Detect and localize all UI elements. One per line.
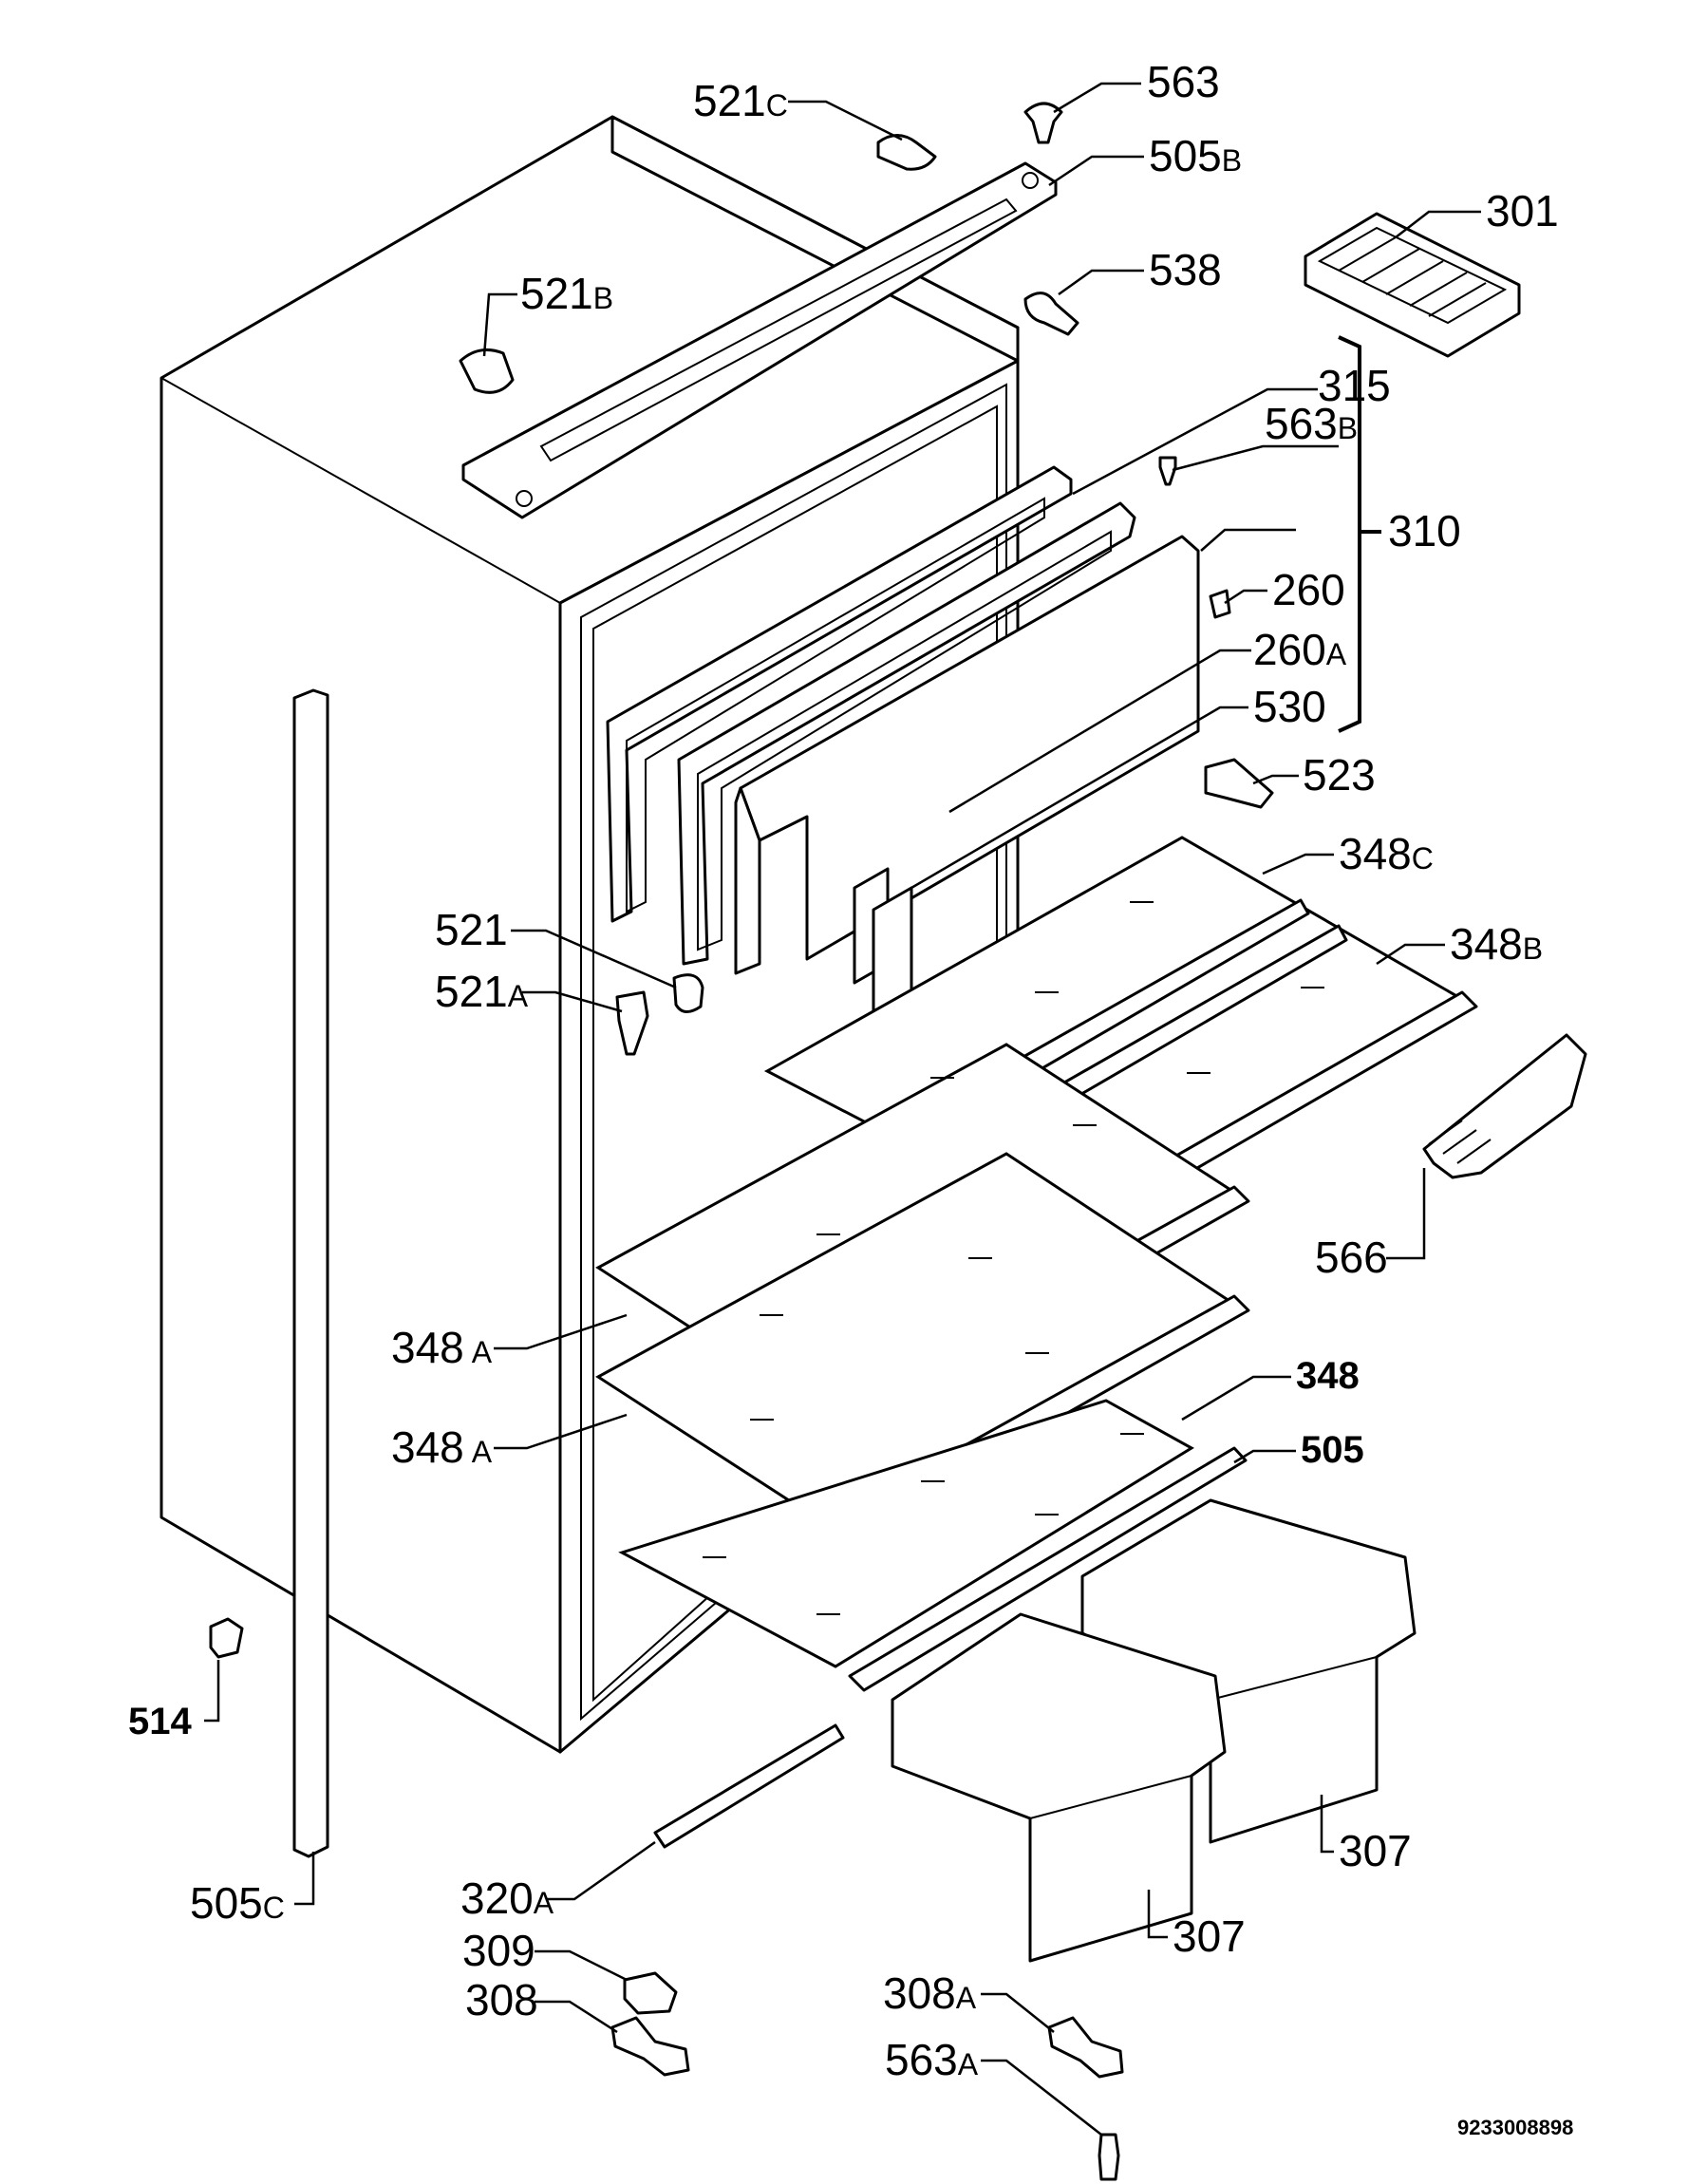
- label-505b: 505B: [1149, 131, 1242, 180]
- label-260: 260: [1272, 565, 1345, 614]
- freezer-door-frame: [606, 465, 1073, 923]
- group-bracket-310: [1338, 335, 1381, 733]
- label-514: 514: [128, 1701, 192, 1742]
- label-301: 301: [1486, 186, 1559, 235]
- label-307-left: 307: [1173, 1911, 1246, 1961]
- knob-521: [672, 973, 704, 1013]
- thermostat-knob-566: [1422, 1033, 1587, 1179]
- lamp-holder-523: [1204, 758, 1274, 809]
- switch-521a: [615, 990, 649, 1056]
- label-563: 563: [1147, 57, 1220, 106]
- label-521a: 521A: [435, 967, 529, 1016]
- label-521c: 521C: [693, 76, 788, 125]
- label-538: 538: [1149, 245, 1222, 294]
- shelf-trim-505: [848, 1446, 1248, 1692]
- cap-521c: [876, 134, 937, 171]
- freezer-flap-door: [734, 535, 1200, 1018]
- label-308a: 308A: [883, 1968, 977, 2018]
- label-566: 566: [1315, 1233, 1388, 1282]
- label-310: 310: [1388, 506, 1461, 555]
- label-505c: 505C: [190, 1878, 285, 1928]
- label-563a: 563A: [885, 2035, 979, 2084]
- hinge-538: [1023, 292, 1079, 336]
- bracket-308a: [1047, 2016, 1124, 2079]
- top-hinge-plate: [461, 161, 1058, 519]
- ice-tray: [1304, 212, 1521, 358]
- clip-260: [1209, 589, 1231, 619]
- bracket-308: [610, 2016, 690, 2077]
- label-348b: 348B: [1450, 919, 1543, 969]
- leader-lines: [204, 82, 1481, 2136]
- label-523: 523: [1303, 750, 1376, 800]
- clip-309: [623, 1971, 678, 2015]
- label-308: 308: [465, 1975, 538, 2024]
- shelf-348: [618, 1399, 1194, 1668]
- label-521b: 521B: [520, 269, 613, 318]
- part-labels: 521C 563 505B 301 521B 538 315 563B 310 …: [128, 57, 1559, 2084]
- label-320a: 320A: [460, 1873, 554, 1923]
- drawing-code: 9233008898: [1457, 2116, 1573, 2139]
- screw-563b: [1158, 456, 1177, 486]
- label-563b: 563B: [1265, 399, 1358, 448]
- label-505: 505: [1301, 1429, 1364, 1471]
- screw-563a: [1098, 2133, 1120, 2181]
- label-348: 348: [1296, 1355, 1360, 1397]
- label-521: 521: [435, 905, 508, 954]
- label-530: 530: [1253, 682, 1326, 731]
- door-strip-505c: [292, 688, 329, 1858]
- label-348c: 348C: [1339, 829, 1434, 878]
- foot-514: [209, 1617, 244, 1659]
- screw-563: [1023, 102, 1063, 144]
- crisper-drawer-left: [891, 1612, 1227, 1963]
- label-260a: 260A: [1253, 625, 1347, 674]
- label-307-right: 307: [1339, 1826, 1412, 1875]
- cap-521b: [459, 348, 515, 394]
- label-309: 309: [462, 1926, 535, 1975]
- label-315: 315: [1318, 361, 1391, 410]
- rail-320a: [653, 1723, 845, 1849]
- glass-marks: [703, 901, 1324, 1615]
- freezer-door-panel: [677, 501, 1136, 966]
